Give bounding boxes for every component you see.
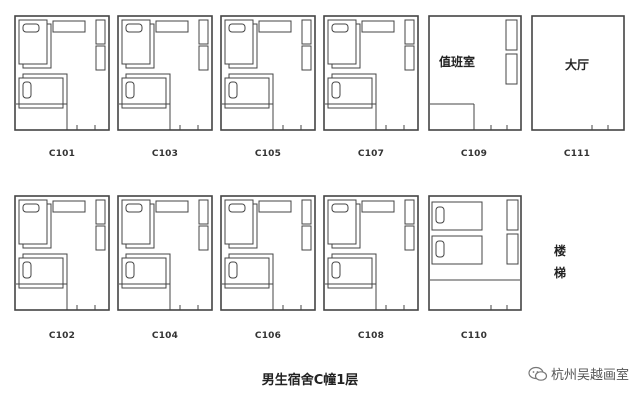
stair-label-char-2: 梯: [553, 266, 566, 280]
room-c106-pillow-vertical: [228, 203, 246, 213]
room-c105-wardrobe-2: [301, 45, 312, 71]
watermark-text: 杭州吴越画室: [551, 368, 630, 383]
room-c111-walls: [531, 15, 625, 131]
room-label-c102: C102: [48, 331, 76, 341]
room-c108-wardrobe-1: [404, 199, 415, 225]
room-c104-pillow-horizontal: [125, 261, 135, 279]
room-c104-desk: [155, 200, 189, 213]
room-c108-desk: [361, 200, 395, 213]
floor-title: 男生宿舍C幢1层: [261, 373, 359, 388]
room-c110-pillow-1: [435, 206, 445, 224]
room-c110-pillow-2: [435, 240, 445, 258]
room-c101-pillow-vertical: [22, 23, 40, 33]
room-c107-desk: [361, 20, 395, 33]
room-c103-pillow-horizontal: [125, 81, 135, 99]
room-c105-pillow-horizontal: [228, 81, 238, 99]
room-c102-desk: [52, 200, 86, 213]
room-label-c101: C101: [48, 149, 76, 159]
room-c102-pillow-vertical: [22, 203, 40, 213]
room-c106-wardrobe-2: [301, 225, 312, 251]
room-c101-wardrobe-2: [95, 45, 106, 71]
room-c101-pillow-horizontal: [22, 81, 32, 99]
duty-room-label: 值班室: [438, 55, 476, 69]
room-c107-pillow-vertical: [331, 23, 349, 33]
room-c107-wardrobe-2: [404, 45, 415, 71]
room-c103-wardrobe-2: [198, 45, 209, 71]
room-label-c106: C106: [254, 331, 282, 341]
stair-label: 楼 梯: [545, 240, 575, 284]
room-c110-cabinet-2: [506, 233, 519, 265]
room-c102-wardrobe-2: [95, 225, 106, 251]
room-c106-pillow-horizontal: [228, 261, 238, 279]
room-c109-cabinet-2: [505, 53, 518, 85]
room-c106-desk: [258, 200, 292, 213]
room-c110-cabinet-1: [506, 199, 519, 231]
room-c103-wardrobe-1: [198, 19, 209, 45]
room-c107-pillow-horizontal: [331, 81, 341, 99]
room-c103-pillow-vertical: [125, 23, 143, 33]
room-c102-wardrobe-1: [95, 199, 106, 225]
room-label-c110: C110: [460, 331, 488, 341]
watermark: 杭州吴越画室: [528, 364, 629, 383]
room-c105-desk: [258, 20, 292, 33]
room-c104-wardrobe-1: [198, 199, 209, 225]
room-c102-pillow-horizontal: [22, 261, 32, 279]
room-c104-wardrobe-2: [198, 225, 209, 251]
room-c101-desk: [52, 20, 86, 33]
room-c107-wardrobe-1: [404, 19, 415, 45]
wechat-icon: [528, 366, 548, 381]
room-c109-cabinet-1: [505, 19, 518, 51]
room-c104-pillow-vertical: [125, 203, 143, 213]
room-label-c105: C105: [254, 149, 282, 159]
room-label-c104: C104: [151, 331, 179, 341]
room-c106-wardrobe-1: [301, 199, 312, 225]
room-c101-wardrobe-1: [95, 19, 106, 45]
room-label-c109: C109: [460, 149, 488, 159]
room-label-c111: C111: [563, 149, 591, 159]
room-c105-pillow-vertical: [228, 23, 246, 33]
hall-label: 大厅: [564, 58, 590, 72]
room-label-c108: C108: [357, 331, 385, 341]
room-label-c107: C107: [357, 149, 385, 159]
room-c105-wardrobe-1: [301, 19, 312, 45]
room-c108-pillow-horizontal: [331, 261, 341, 279]
room-c103-desk: [155, 20, 189, 33]
room-label-c103: C103: [151, 149, 179, 159]
room-c108-pillow-vertical: [331, 203, 349, 213]
room-c108-wardrobe-2: [404, 225, 415, 251]
stair-label-char-1: 楼: [553, 244, 566, 258]
